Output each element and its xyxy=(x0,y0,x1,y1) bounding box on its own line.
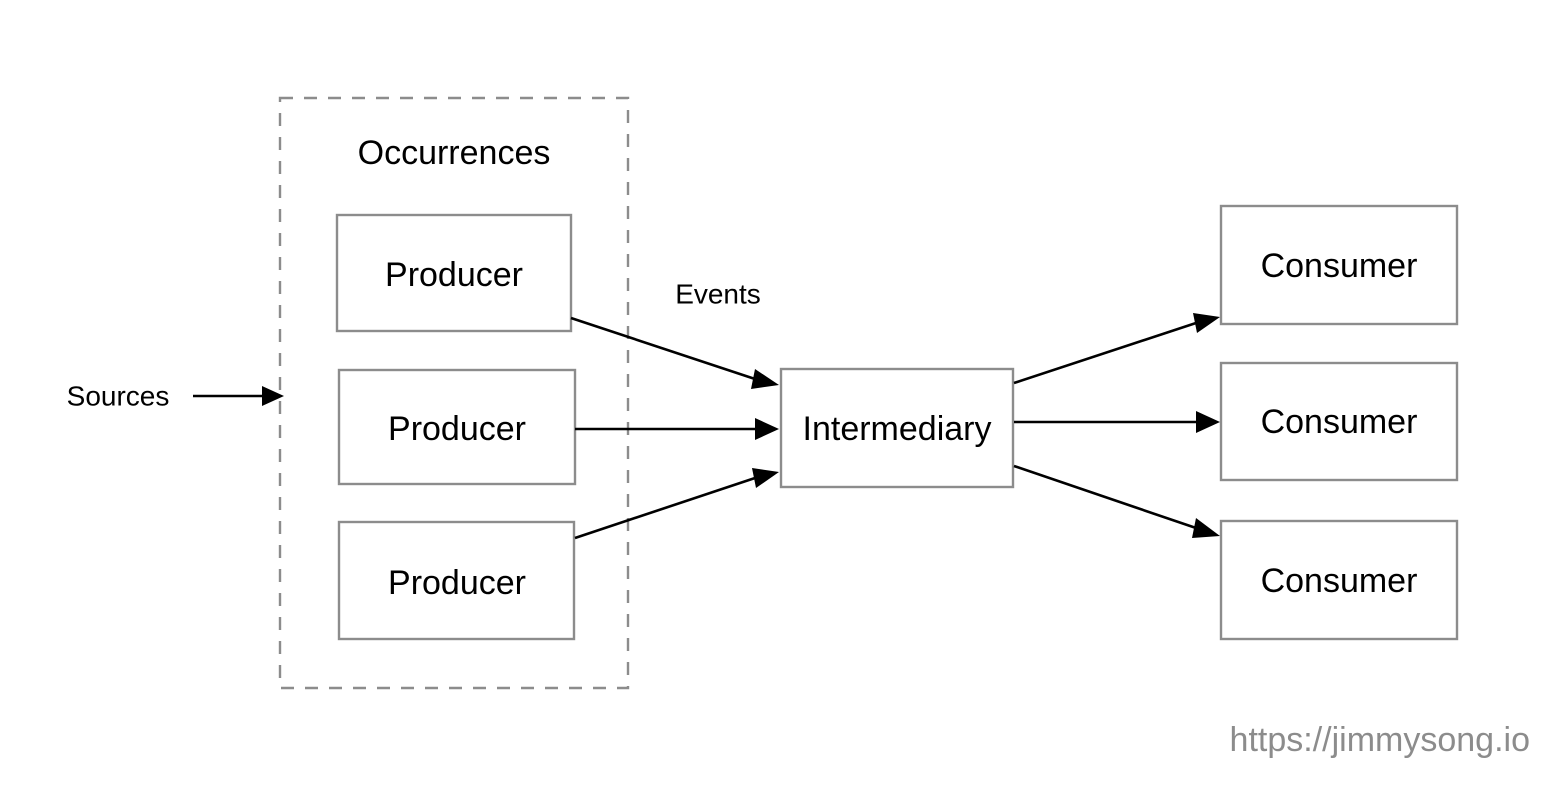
consumer-box-2[interactable] xyxy=(1219,361,1459,482)
edge-intermediary-to-consumer1 xyxy=(1013,321,1197,385)
watermark-label: https://jimmysong.io xyxy=(1230,721,1530,759)
occurrences-group-box xyxy=(278,96,630,690)
consumer-box-3[interactable] xyxy=(1219,519,1459,641)
edge-producer2-arrow-head-icon xyxy=(755,418,779,440)
consumer-label-3: Consumer xyxy=(1261,562,1418,600)
edge-producer1-to-intermediary xyxy=(570,316,756,381)
sources-arrow-head-icon xyxy=(262,386,284,406)
edge-intermediary-to-consumer3 xyxy=(1013,464,1197,530)
edge-consumer1-arrow-head-icon xyxy=(1193,313,1220,333)
sources-label: Sources xyxy=(67,381,170,412)
producer-box-2[interactable] xyxy=(337,368,577,486)
edge-producer3-to-intermediary xyxy=(574,476,756,540)
producer-label-3: Producer xyxy=(388,564,526,602)
intermediary-label: Intermediary xyxy=(803,410,992,448)
consumer-label-1: Consumer xyxy=(1261,247,1418,285)
edge-producer3-arrow-head-icon xyxy=(752,468,779,488)
producer-box-3[interactable] xyxy=(337,520,576,641)
occurrences-group-label: Occurrences xyxy=(358,134,551,172)
intermediary-box[interactable] xyxy=(779,367,1015,489)
consumer-box-1[interactable] xyxy=(1219,204,1459,326)
producer-box-1[interactable] xyxy=(335,213,573,333)
edge-consumer3-arrow-head-icon xyxy=(1192,518,1220,538)
edge-consumer2-arrow-head-icon xyxy=(1196,411,1220,433)
producer-label-1: Producer xyxy=(385,256,523,294)
edge-producer1-arrow-head-icon xyxy=(751,369,779,389)
events-label: Events xyxy=(675,279,761,310)
consumer-label-2: Consumer xyxy=(1261,403,1418,441)
producer-label-2: Producer xyxy=(388,410,526,448)
